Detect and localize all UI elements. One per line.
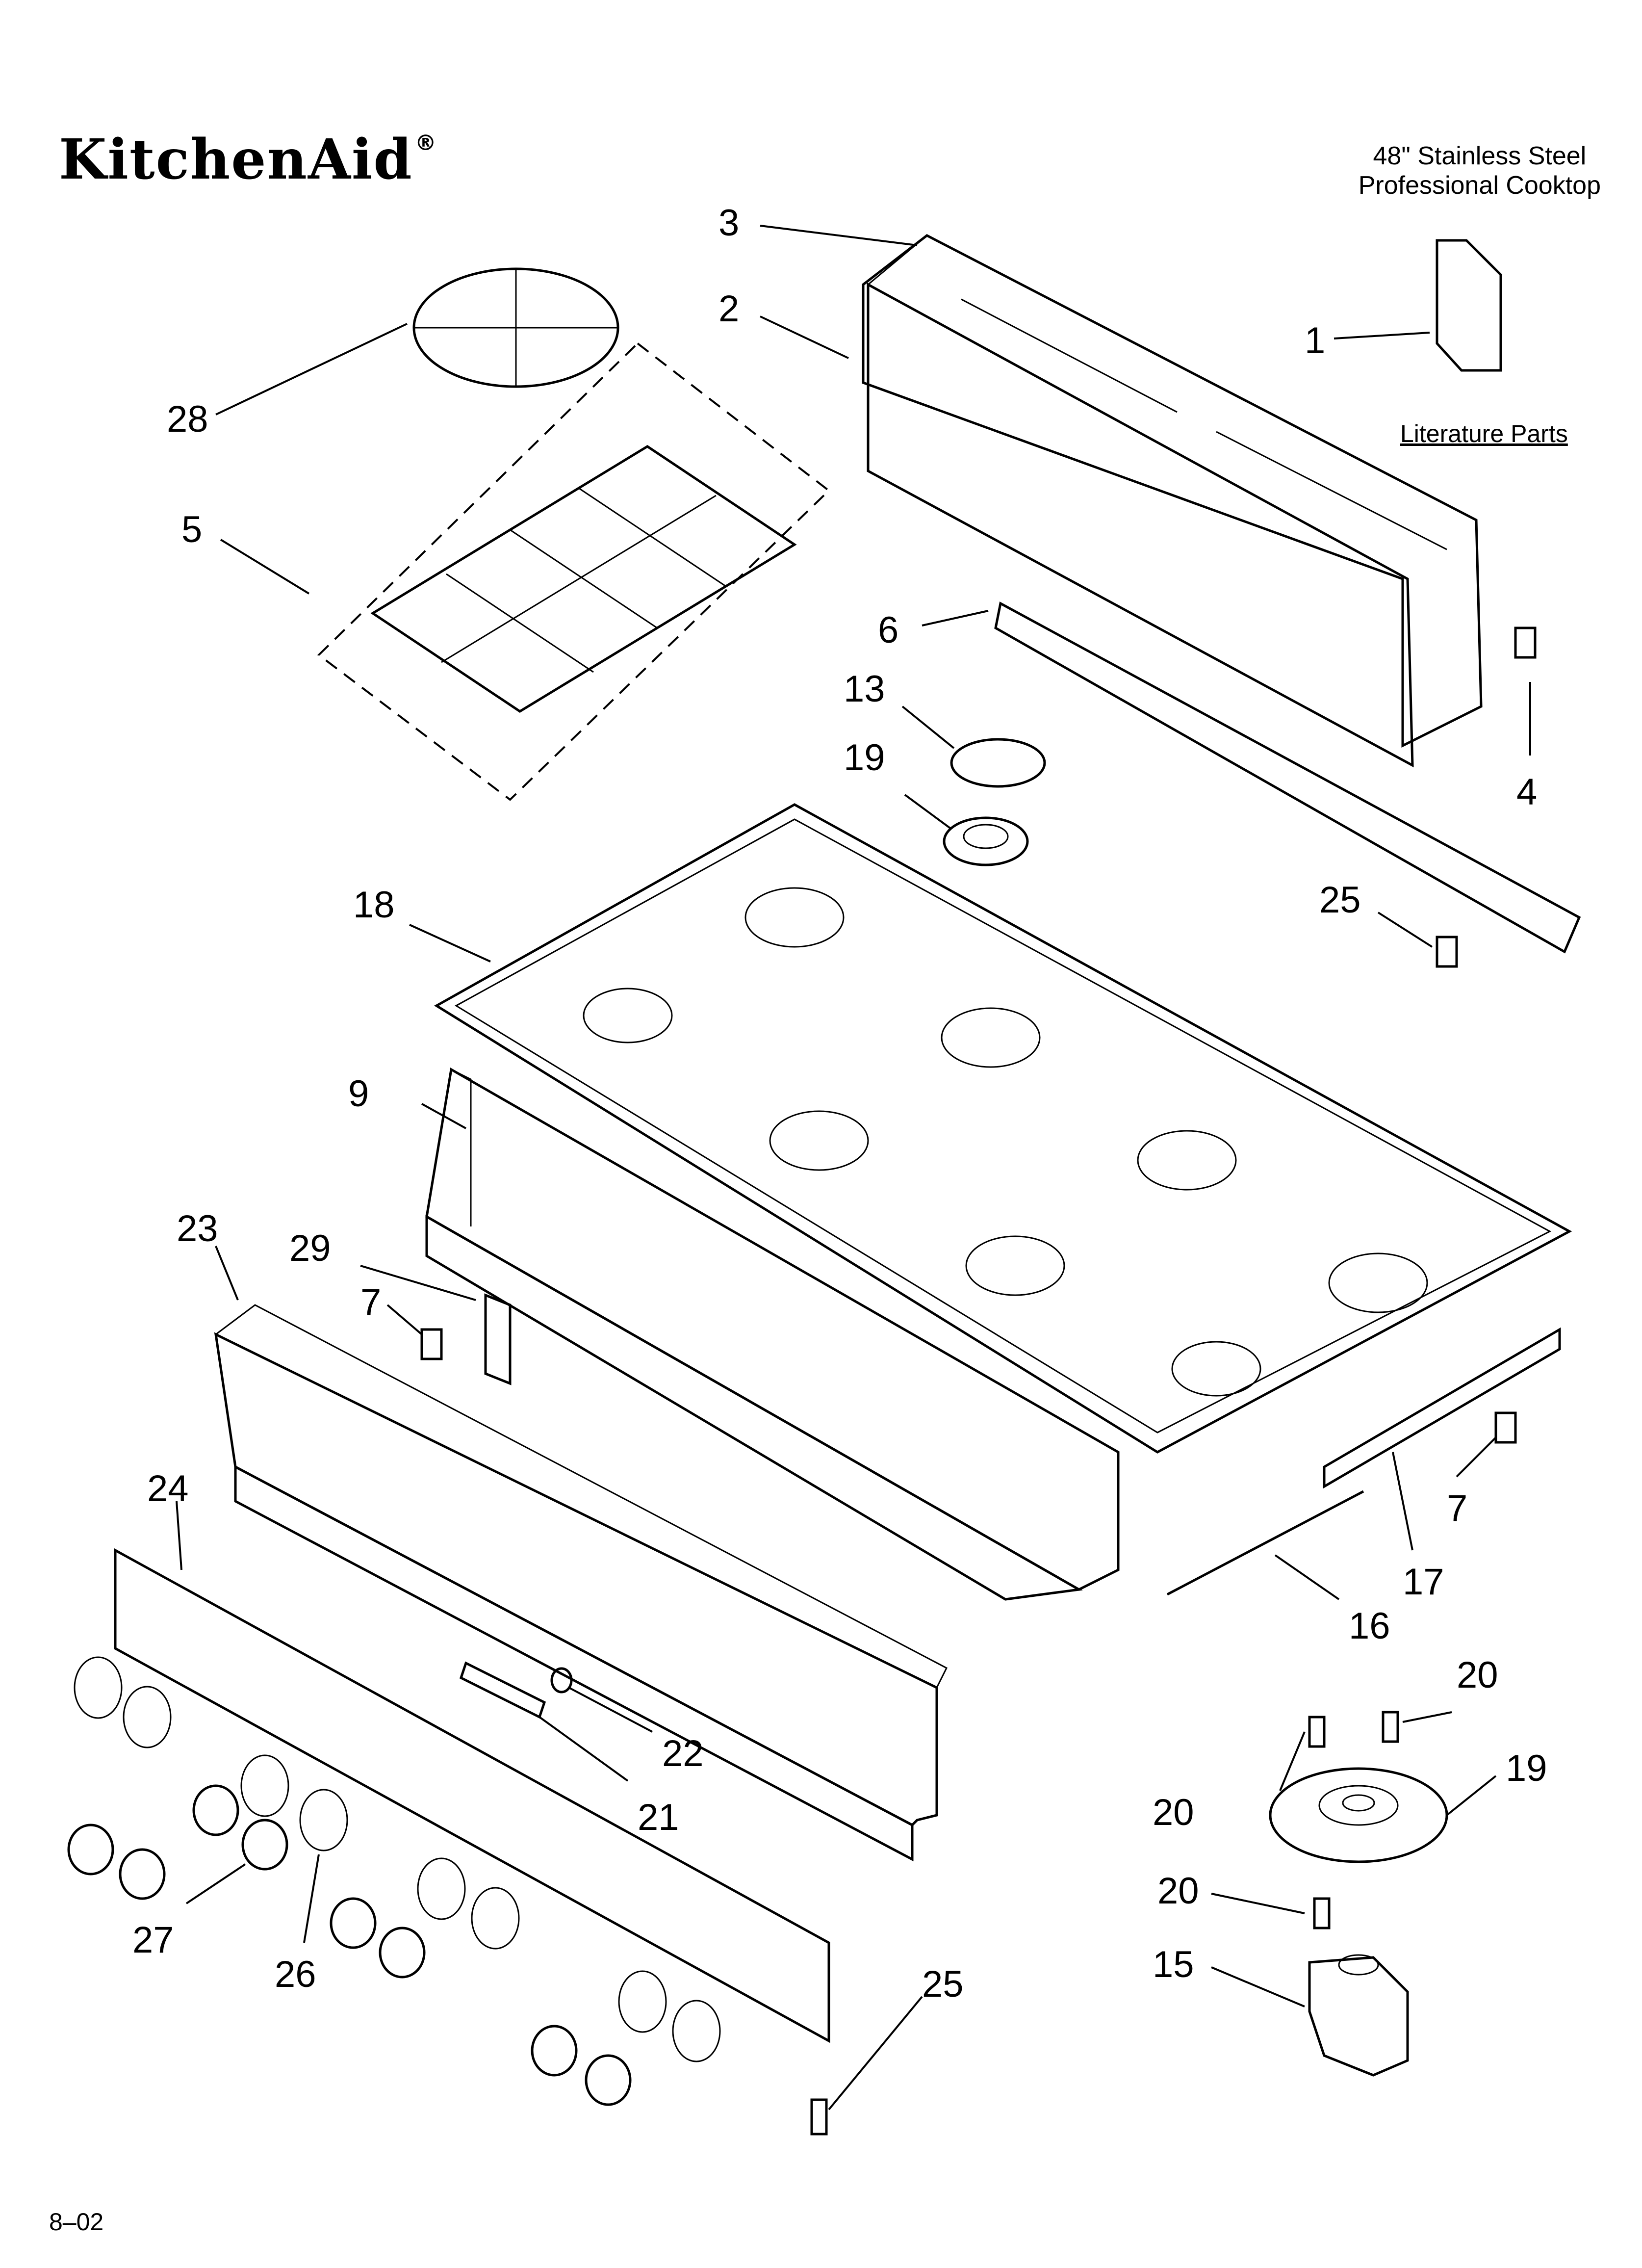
callout-26: 26 — [275, 1954, 316, 1995]
title-line-2: Professional Cooktop — [1358, 171, 1601, 200]
callout-9: 9 — [348, 1073, 369, 1115]
leader-lines — [176, 225, 1531, 2111]
part-backguard — [862, 234, 1483, 768]
callout-5: 5 — [181, 509, 202, 550]
callout-3: 3 — [718, 202, 739, 244]
callout-28: 28 — [167, 398, 208, 440]
callout-20-left: 20 — [1153, 1792, 1194, 1833]
callout-27: 27 — [132, 1919, 174, 1961]
part-nut — [550, 1667, 573, 1694]
control-knobs-and-bezels — [67, 1656, 721, 2106]
part-burner-box — [425, 1068, 1120, 1601]
part-burner-base-detail — [1269, 1767, 1448, 1863]
callout-15: 15 — [1153, 1944, 1194, 1985]
callout-16: 16 — [1349, 1605, 1390, 1647]
part-burner-base-top — [943, 816, 1029, 866]
part-cooktop-surface — [434, 803, 1572, 1454]
callout-24: 24 — [147, 1468, 189, 1510]
callout-21: 21 — [638, 1797, 679, 1838]
footer-code: 8–02 — [49, 2208, 104, 2236]
callout-25-top: 25 — [1319, 879, 1361, 921]
literature-parts-label: Literature Parts — [1400, 420, 1568, 447]
callout-7-left: 7 — [360, 1281, 381, 1323]
part-badge — [459, 1661, 546, 1719]
callout-20-top-right: 20 — [1457, 1654, 1498, 1696]
callout-18: 18 — [353, 884, 395, 926]
callout-20-lower: 20 — [1157, 1870, 1199, 1912]
kitchenaid-logo: KitchenAid® — [59, 132, 437, 187]
part-side-trim-strip — [1166, 1490, 1364, 1596]
callout-4: 4 — [1516, 771, 1537, 813]
part-burner-grates — [317, 342, 831, 801]
part-burner-cap — [950, 738, 1046, 788]
callout-1: 1 — [1305, 320, 1325, 362]
callout-19-top: 19 — [844, 737, 885, 779]
callout-22: 22 — [662, 1733, 704, 1774]
brand-name: KitchenAid — [59, 128, 413, 192]
part-literature-book — [1436, 239, 1502, 372]
part-side-trim-right — [1323, 1327, 1561, 1489]
callout-23: 23 — [177, 1208, 218, 1250]
screws — [420, 626, 1537, 2136]
part-control-backing — [114, 1548, 830, 2043]
callout-13: 13 — [844, 668, 885, 710]
title-line-1: 48" Stainless Steel — [1373, 142, 1587, 170]
part-burner-valve — [1308, 1954, 1409, 2077]
callout-6: 6 — [878, 609, 898, 651]
registered-mark: ® — [414, 130, 437, 156]
callout-25-bottom: 25 — [922, 1963, 964, 2005]
callout-2: 2 — [718, 288, 739, 330]
diagram-title: 48" Stainless Steel Professional Cooktop — [1359, 141, 1601, 200]
callout-numbers: 1 2 3 4 5 6 13 19 28 18 25 9 23 29 7 7 1… — [132, 202, 1547, 2005]
part-control-panel — [214, 1304, 948, 1862]
callout-19-bottom: 19 — [1506, 1747, 1547, 1789]
callout-7-right: 7 — [1447, 1487, 1467, 1529]
part-rear-trim — [994, 601, 1581, 954]
part-bracket — [484, 1293, 512, 1385]
callout-29: 29 — [289, 1227, 331, 1269]
callout-17: 17 — [1403, 1561, 1444, 1603]
part-circle-template — [412, 267, 619, 388]
